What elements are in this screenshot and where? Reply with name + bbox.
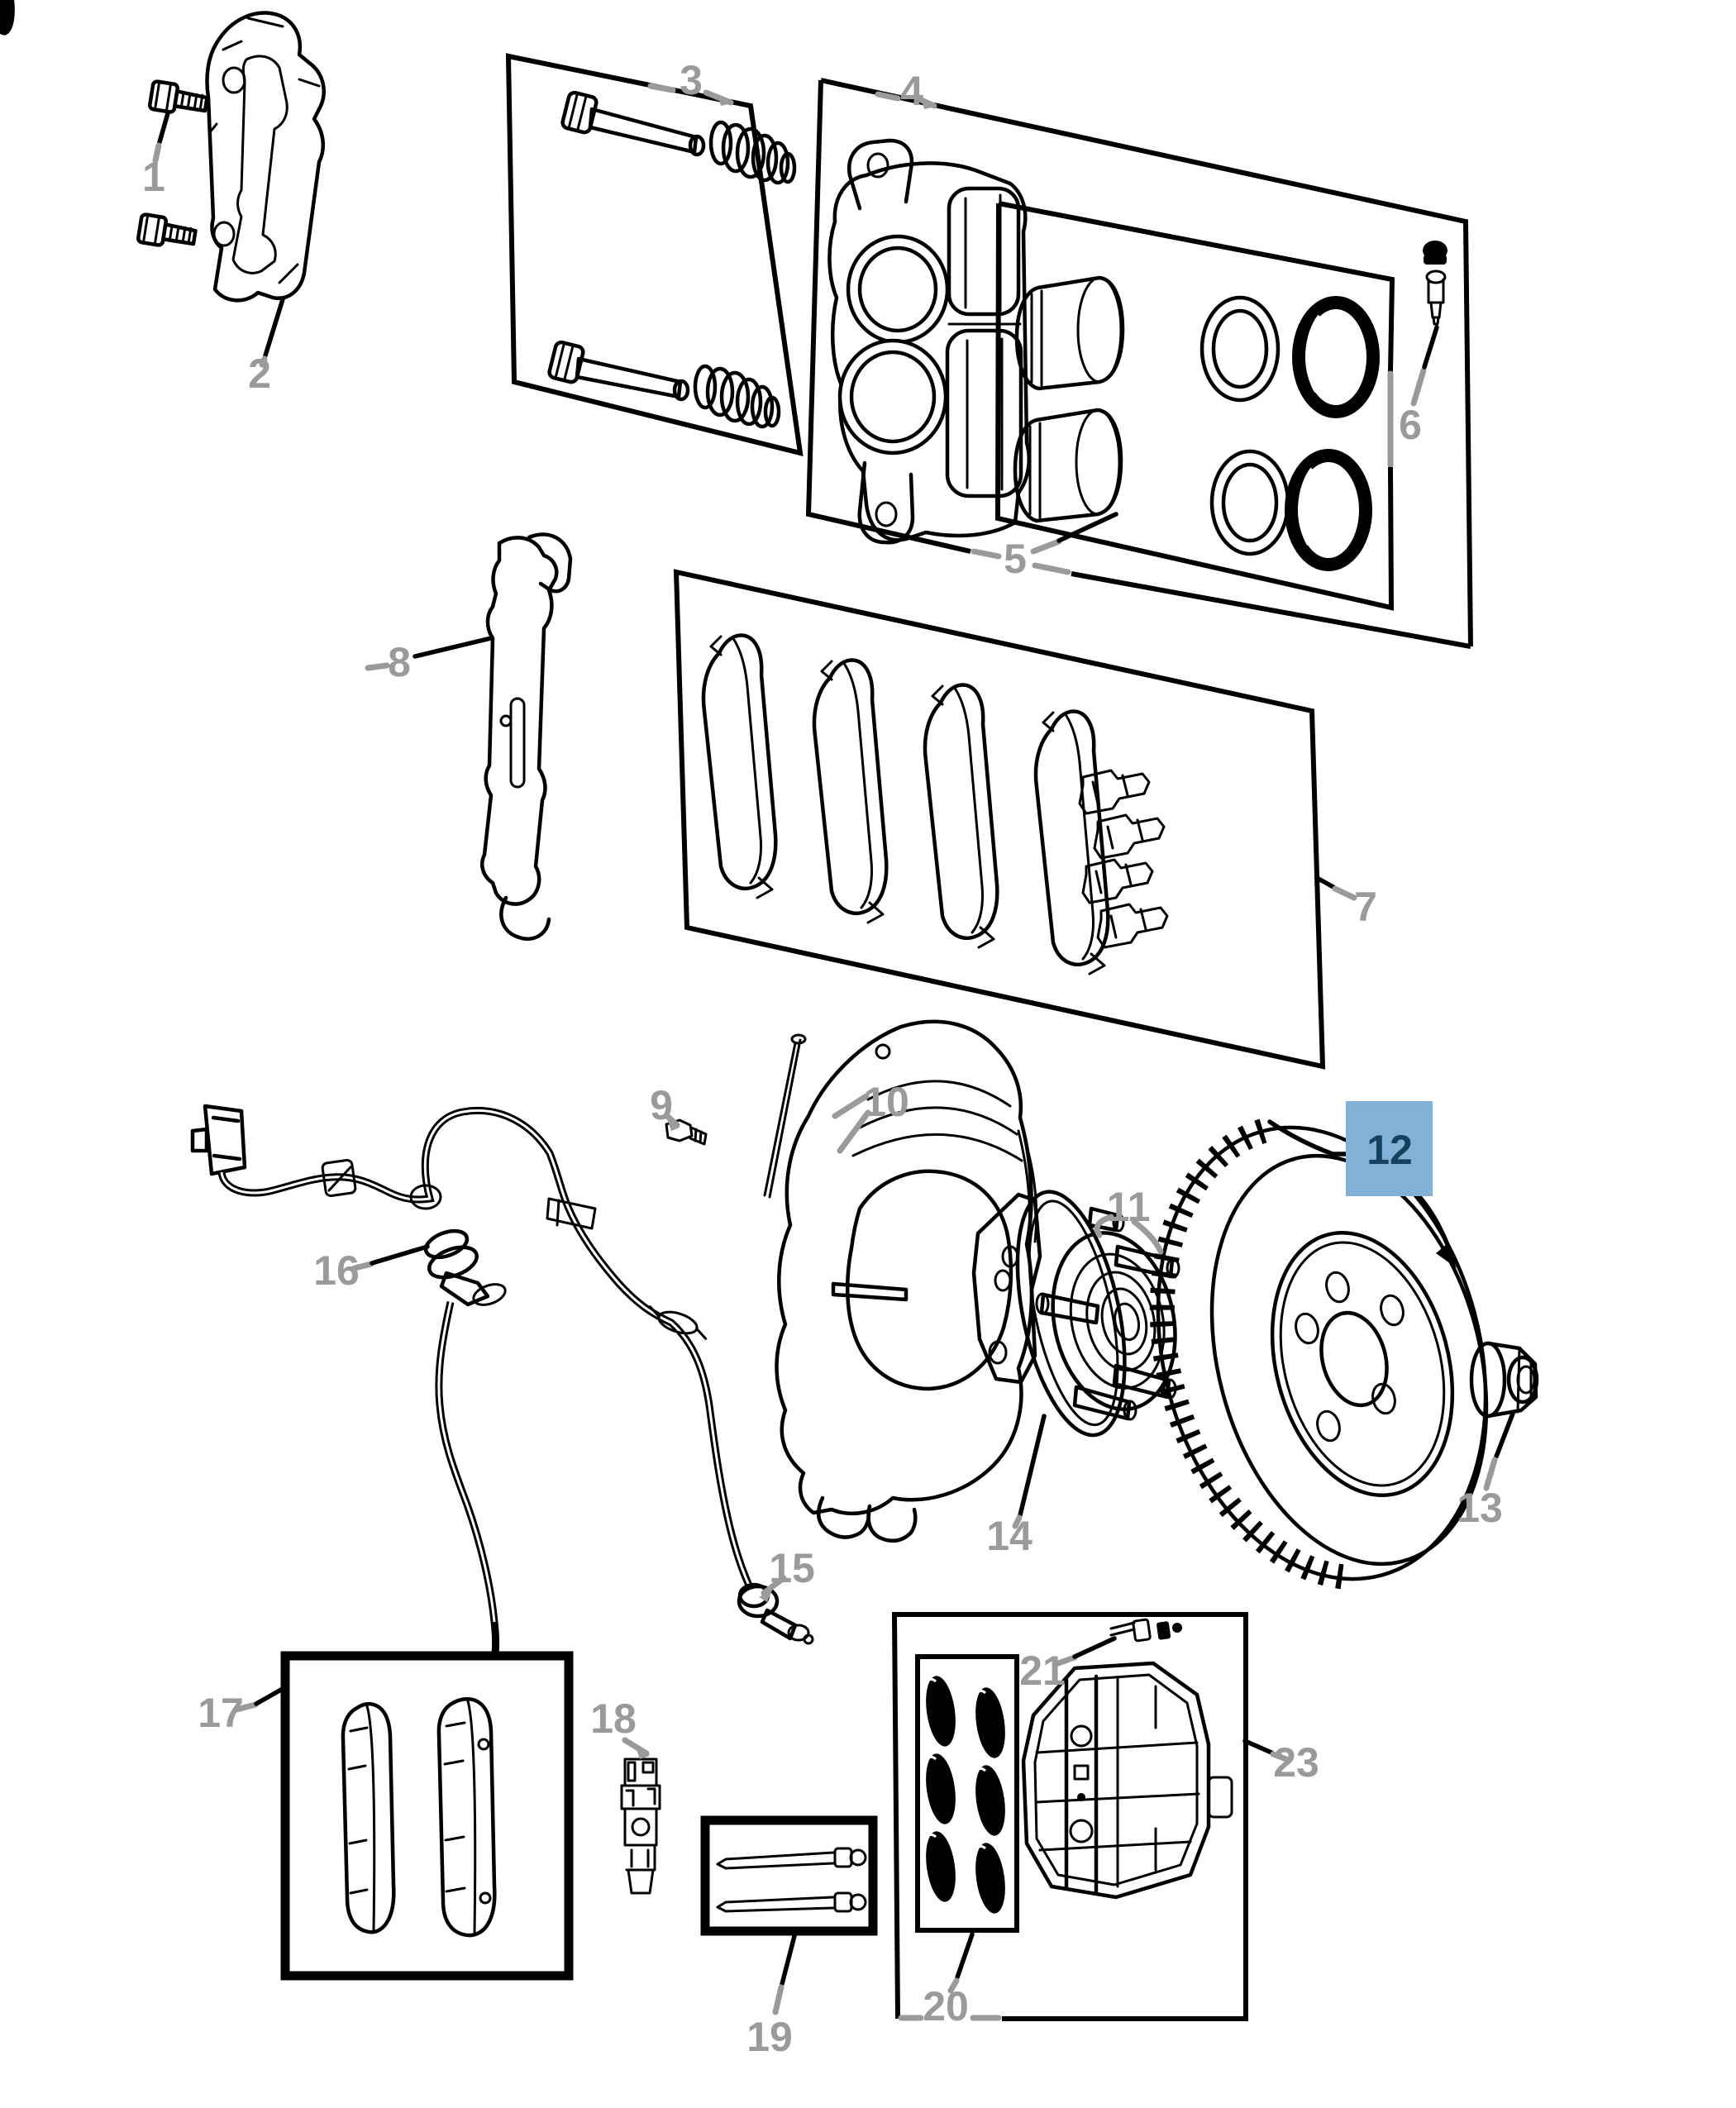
callout-16[interactable]: 16	[313, 1247, 360, 1294]
callout-18[interactable]: 18	[590, 1695, 637, 1742]
pin-kit-drawing	[716, 1847, 867, 1913]
pin-kit-box	[700, 1815, 878, 1936]
callout-4[interactable]: 4	[900, 68, 923, 114]
abs-harness-drawing	[190, 1104, 814, 1654]
splash-shield-drawing	[763, 1019, 1038, 1543]
hub-nut-drawing	[1469, 1341, 1539, 1419]
bleeder-screw-drawing	[1423, 241, 1447, 326]
abs-sensor-tip-drawing	[737, 1582, 814, 1645]
pad-clip-drawing	[620, 1757, 661, 1895]
caliper-kit-box	[805, 78, 1473, 649]
callout-19[interactable]: 19	[746, 2014, 793, 2060]
callout-12[interactable]: 12	[1366, 1127, 1413, 1173]
callout-23[interactable]: 23	[1273, 1739, 1319, 1786]
piston-row-2	[1013, 408, 1372, 571]
callout-11[interactable]: 11	[1107, 1184, 1151, 1230]
boot-upper	[708, 120, 797, 185]
performance-caliper-kit-box	[891, 1612, 1248, 2021]
callout-15[interactable]: 15	[769, 1545, 815, 1591]
brake-rotor-drawing	[1149, 1118, 1489, 1590]
caliper-adapter-drawing	[205, 11, 326, 303]
callout-2[interactable]: 2	[248, 351, 271, 397]
harness-clip	[321, 1158, 357, 1198]
harness-clamp	[648, 1305, 708, 1340]
bleeder-kit-drawing	[1109, 1618, 1182, 1643]
seal-kit-inner-box	[915, 1654, 1019, 1933]
performance-pad-kit-box	[280, 1651, 574, 1981]
brake-pad	[701, 633, 778, 899]
callout-7[interactable]: 7	[1354, 884, 1377, 930]
callout-8[interactable]: 8	[388, 639, 411, 685]
guide-pin-kit-drawing	[547, 90, 797, 429]
callout-5[interactable]: 5	[1004, 536, 1027, 582]
callout-13[interactable]: 13	[1457, 1485, 1503, 1531]
wheel-studs-drawing	[1035, 1206, 1180, 1421]
callout-10[interactable]: 10	[863, 1079, 909, 1125]
kit-boxes	[280, 53, 1473, 2021]
callout-6[interactable]: 6	[1399, 402, 1422, 448]
pad-kit-box	[673, 569, 1326, 1070]
brake-pads-drawing	[701, 633, 1169, 974]
abutment-clip	[1078, 769, 1151, 815]
hub-bearing-drawing	[971, 1190, 1180, 1438]
callout-12-highlight	[1346, 1101, 1433, 1196]
performance-caliper-drawing	[1021, 1661, 1233, 1900]
callout-21[interactable]: 21	[1019, 1648, 1066, 1694]
leader-lines	[152, 83, 1515, 2021]
callout-17[interactable]: 17	[198, 1690, 244, 1736]
piston-kit-box	[994, 201, 1395, 611]
callout-14[interactable]: 14	[986, 1513, 1033, 1559]
shield-bolt-drawing	[665, 1118, 708, 1146]
boot-lower	[693, 364, 781, 429]
callout-3[interactable]: 3	[680, 57, 703, 103]
callout-9[interactable]: 9	[650, 1082, 673, 1128]
seal-kit-drawing	[0, 0, 1011, 1917]
abutment-clips	[1078, 769, 1169, 949]
piston-row-1	[1014, 275, 1380, 418]
callout-1[interactable]: 1	[142, 154, 165, 200]
pad-support-spring-drawing	[480, 532, 573, 941]
abs-sensor-mid	[423, 1228, 507, 1307]
piston-seal-kit-drawing	[1013, 275, 1380, 571]
lug-holes	[1295, 1271, 1405, 1443]
brake-caliper-drawing	[827, 138, 1031, 545]
callout-20[interactable]: 20	[923, 1983, 969, 2029]
performance-pads-drawing	[341, 1696, 497, 1938]
adapter-bolts-drawing	[136, 79, 209, 247]
